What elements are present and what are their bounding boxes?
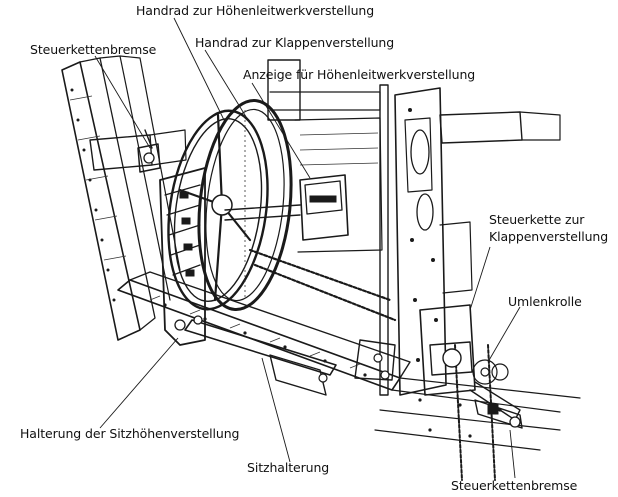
flap-handwheel — [197, 98, 293, 312]
seat-support — [184, 319, 396, 396]
fuselage-side-wall — [61, 55, 187, 341]
upper-chain-brake — [137, 129, 161, 173]
trim-indicator — [224, 174, 349, 241]
leader-lines — [94, 17, 521, 479]
pulley-assembly — [419, 304, 521, 421]
label-pulley: Umlenkrolle — [508, 294, 582, 309]
label-seat-height-bracket: Halterung der Sitzhöhenverstellung — [20, 426, 240, 441]
label-flap-chain: Steuerkette zur Klappenverstellung — [489, 212, 609, 244]
seat-height-bracket — [159, 167, 206, 346]
label-seat-support: Sitzhalterung — [247, 460, 330, 475]
label-chain-brake-upper: Steuerkettenbremse — [30, 42, 157, 57]
floor-rails — [117, 271, 581, 451]
label-chain-brake-lower: Steuerkettenbremse — [451, 478, 578, 493]
right-frame-column — [394, 87, 561, 396]
label-trim-handwheel: Handrad zur Höhenleitwerkverstellung — [136, 3, 375, 18]
lower-chain-brake — [474, 399, 523, 429]
label-flap-handwheel: Handrad zur Klappenverstellung — [195, 35, 395, 50]
label-trim-indicator: Anzeige für Höhenleitwerkverstellung — [243, 67, 476, 82]
rear-frame — [267, 59, 389, 396]
